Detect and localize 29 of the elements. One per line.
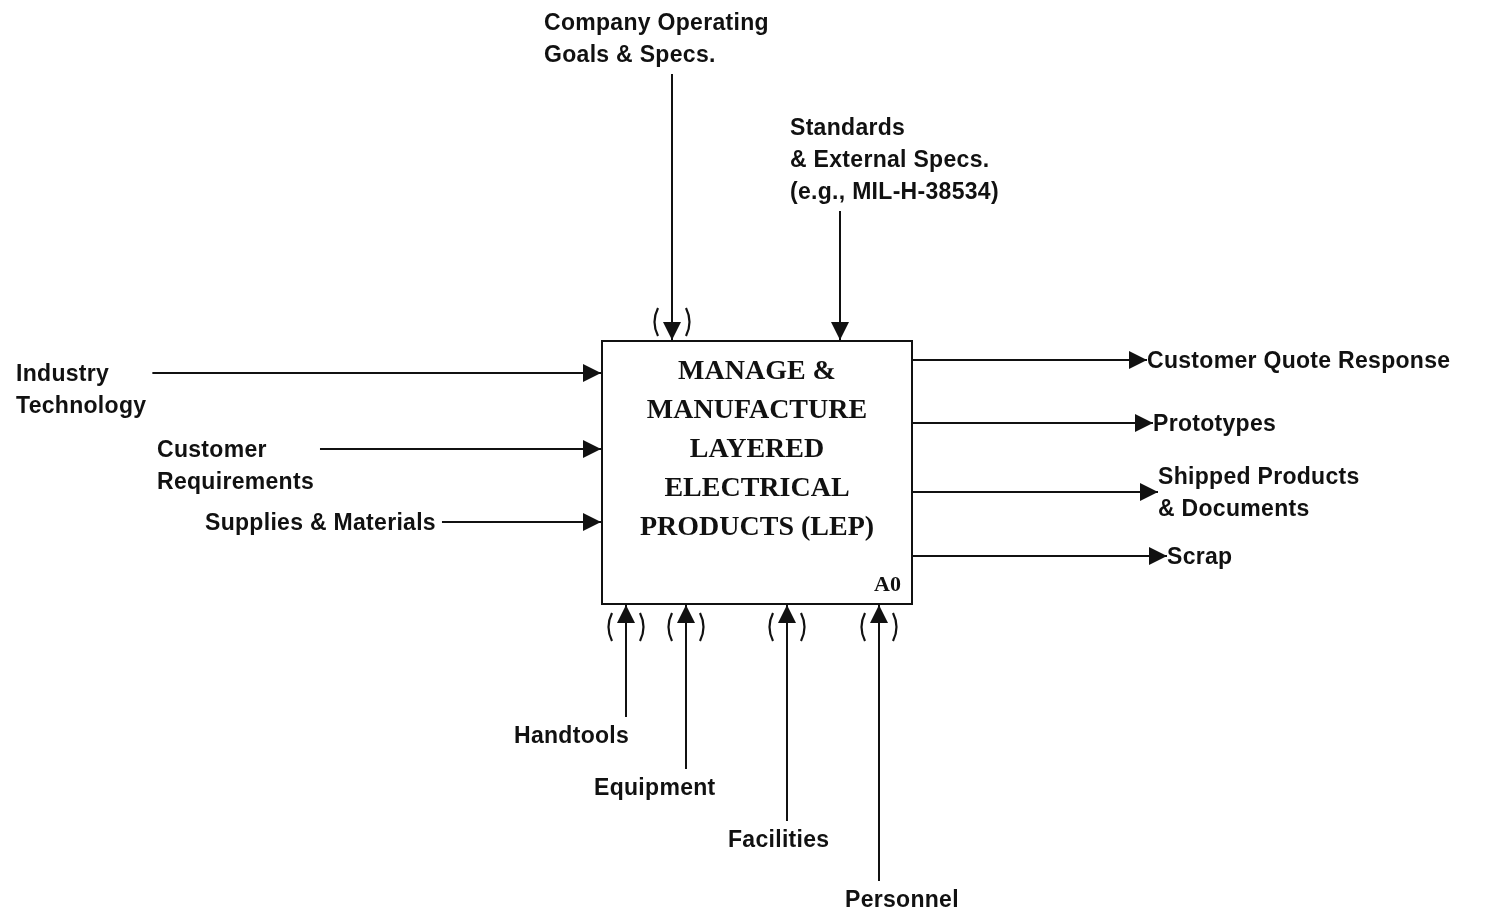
arrow-label: Supplies & Materials <box>205 506 436 538</box>
arrow-label: Scrap <box>1167 540 1233 572</box>
arrow-label: Customer Quote Response <box>1147 344 1451 376</box>
arrow <box>617 604 635 718</box>
arrow <box>912 547 1168 565</box>
arrow-label: Handtools <box>514 719 630 751</box>
arrow <box>440 513 602 531</box>
arrow-label: Personnel <box>845 883 959 913</box>
arrow <box>912 351 1148 369</box>
arrow <box>151 364 602 382</box>
arrow-label: Company Operating Goals & Specs. <box>544 6 769 70</box>
arrow-label: Facilities <box>728 823 830 855</box>
arrow-label: Equipment <box>594 771 716 803</box>
arrow-label: Shipped Products & Documents <box>1158 460 1360 524</box>
arrow <box>912 483 1159 501</box>
arrow-label: Customer Requirements <box>157 433 314 497</box>
activity-title: MANAGE & MANUFACTURE LAYERED ELECTRICAL PRODUCTS (LEP) <box>638 353 876 543</box>
arrow <box>778 604 796 822</box>
arrow <box>831 210 849 341</box>
arrow <box>912 414 1154 432</box>
node-number: A0 <box>874 571 901 597</box>
arrow-label: Prototypes <box>1153 407 1277 439</box>
arrow <box>663 73 681 341</box>
arrow-label: Standards & External Specs. (e.g., MIL-H-38534) <box>790 111 999 207</box>
arrow <box>677 604 695 770</box>
arrow-label: Industry Technology <box>16 357 147 421</box>
arrow <box>319 440 602 458</box>
arrow <box>870 604 888 882</box>
activity-box <box>601 340 913 605</box>
